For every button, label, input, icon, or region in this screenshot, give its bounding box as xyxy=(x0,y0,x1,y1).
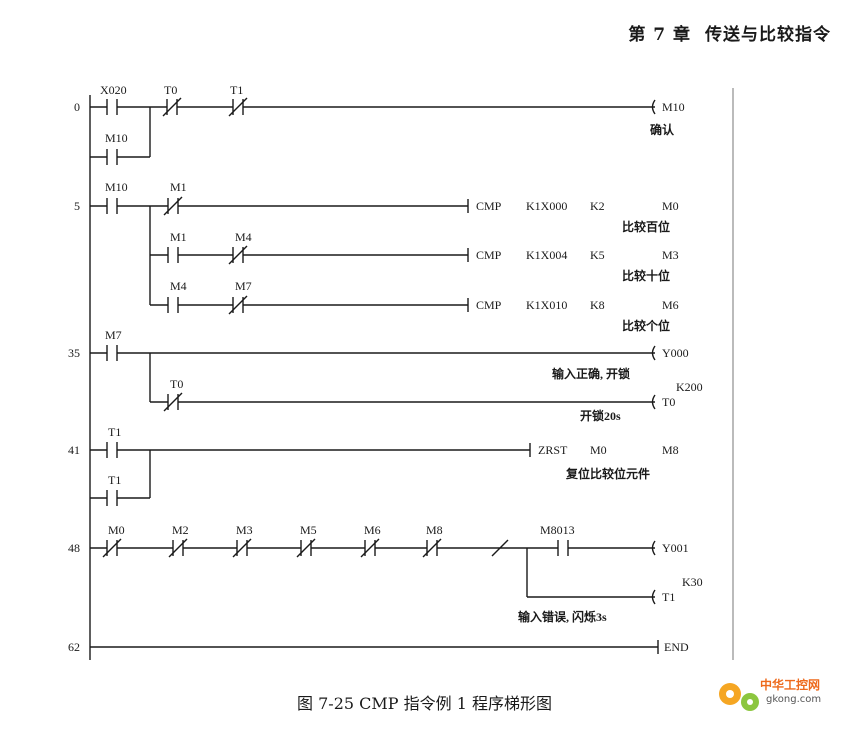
watermark-title: 中华工控网 xyxy=(760,678,821,692)
timer-constant: K200 xyxy=(676,380,703,394)
coil-label: Y001 xyxy=(662,541,689,555)
rung-5 xyxy=(90,196,469,315)
contact-label: M6 xyxy=(364,523,381,537)
cmp-d: M0 xyxy=(662,199,679,213)
coil-label: T0 xyxy=(662,395,675,409)
cmp-op: CMP xyxy=(476,248,502,262)
contact-label: M7 xyxy=(235,279,252,293)
contact-label: M1 xyxy=(170,180,187,194)
coil-comment: 开锁20s xyxy=(580,408,621,423)
no-contact xyxy=(557,540,569,556)
step-number: 35 xyxy=(68,346,80,360)
step-number: 0 xyxy=(74,100,80,114)
chapter-number: 第 7 章 xyxy=(628,25,691,45)
contact-label: T1 xyxy=(230,83,243,97)
cmp-s1: K1X000 xyxy=(526,199,567,213)
coil-label: M10 xyxy=(662,100,685,114)
rung-41 xyxy=(90,442,531,506)
no-contact xyxy=(167,297,179,313)
coil-comment: 输入错误, 闪烁3s xyxy=(518,609,607,624)
coil-label: T1 xyxy=(662,590,675,604)
chapter-title: 传送与比较指令 xyxy=(705,25,831,45)
cmp-s2: K5 xyxy=(590,248,605,262)
cmp-s1: K1X010 xyxy=(526,298,567,312)
contact-label: M2 xyxy=(172,523,189,537)
contact-label: M10 xyxy=(105,180,128,194)
watermark-logo xyxy=(719,683,759,711)
rung-48 xyxy=(90,538,656,605)
timer-coil xyxy=(651,589,656,605)
cmp-s2: K8 xyxy=(590,298,605,312)
cmp-op: CMP xyxy=(476,199,502,213)
contact-label: M0 xyxy=(108,523,125,537)
cmp-comment: 比较个位 xyxy=(622,318,670,333)
coil-comment: 输入正确, 开锁 xyxy=(552,366,630,381)
step-number: 48 xyxy=(68,541,80,555)
step-number: 5 xyxy=(74,199,80,213)
contact-label: M3 xyxy=(236,523,253,537)
no-contact xyxy=(106,345,118,361)
no-contact xyxy=(106,490,118,506)
output-coil xyxy=(651,345,656,361)
end-instruction: END xyxy=(664,640,689,654)
no-contact xyxy=(167,247,179,263)
ladder-diagram: 0 X020 T0 T1 M10 M10 确认 5 xyxy=(68,83,734,660)
page-header: 第 7 章传送与比较指令 xyxy=(628,20,831,45)
contact-label: T0 xyxy=(170,377,183,391)
instr-d1: M0 xyxy=(590,443,607,457)
cmp-s2: K2 xyxy=(590,199,605,213)
no-contact xyxy=(106,149,118,165)
contact-label: X020 xyxy=(100,83,127,97)
contact-label: M7 xyxy=(105,328,122,342)
contact-label: M4 xyxy=(235,230,252,244)
contact-label: M1 xyxy=(170,230,187,244)
rung-35 xyxy=(90,345,656,412)
timer-constant: K30 xyxy=(682,575,703,589)
contact-label: M8013 xyxy=(540,523,575,537)
contact-label: T1 xyxy=(108,425,121,439)
coil-comment: 确认 xyxy=(650,122,675,137)
cmp-d: M6 xyxy=(662,298,679,312)
output-coil xyxy=(651,540,656,556)
instr-comment: 复位比较位元件 xyxy=(565,466,650,481)
rung-62 xyxy=(90,640,659,654)
coil-label: Y000 xyxy=(662,346,689,360)
cmp-d: M3 xyxy=(662,248,679,262)
contact-label: T1 xyxy=(108,473,121,487)
contact-label: M10 xyxy=(105,131,128,145)
rung-0 xyxy=(90,97,656,165)
contact-label: M8 xyxy=(426,523,443,537)
cmp-comment: 比较百位 xyxy=(622,219,670,234)
contact-label: M5 xyxy=(300,523,317,537)
instr-d2: M8 xyxy=(662,443,679,457)
output-coil xyxy=(651,99,656,115)
no-contact xyxy=(106,198,118,214)
timer-coil xyxy=(651,394,656,410)
no-contact xyxy=(106,442,118,458)
no-contact xyxy=(106,99,118,115)
figure-caption: 图 7-25 CMP 指令例 1 程序梯形图 xyxy=(297,694,552,713)
cmp-op: CMP xyxy=(476,298,502,312)
cmp-s1: K1X004 xyxy=(526,248,567,262)
contact-label: M4 xyxy=(170,279,187,293)
watermark-url: gkong.com xyxy=(766,694,822,705)
contact-label: T0 xyxy=(164,83,177,97)
step-number: 41 xyxy=(68,443,80,457)
cmp-comment: 比较十位 xyxy=(622,268,670,283)
open-line-mark xyxy=(491,539,509,557)
step-number: 62 xyxy=(68,640,80,654)
instr-op: ZRST xyxy=(538,443,568,457)
